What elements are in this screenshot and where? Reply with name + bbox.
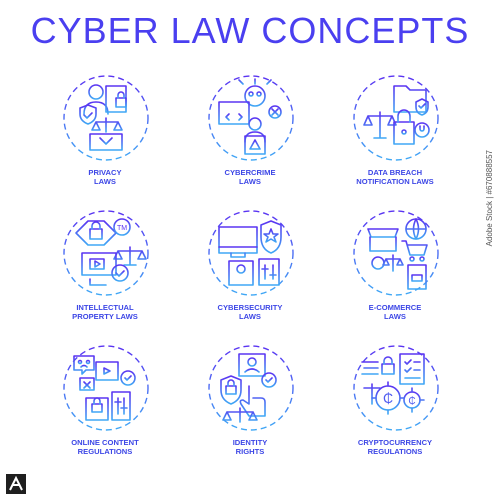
- online-content-regulations-icon: [60, 342, 152, 434]
- adobe-stock-logo: [6, 474, 50, 494]
- privacy-laws-icon: [60, 72, 152, 164]
- e-commerce-laws-icon: [350, 207, 442, 299]
- svg-text:₵: ₵: [383, 390, 393, 406]
- stock-watermark: Adobe Stock | #670888557: [485, 150, 494, 247]
- identity-rights-icon: [205, 342, 297, 434]
- cybercrime-laws-icon: [205, 72, 297, 164]
- intellectual-property-laws-icon: TM: [60, 207, 152, 299]
- data-breach-notification-laws-icon: [350, 72, 442, 164]
- svg-text:₵: ₵: [408, 395, 415, 407]
- svg-text:TM: TM: [117, 225, 127, 232]
- cybersecurity-laws-icon: [205, 207, 297, 299]
- cryptocurrency-regulations-icon: ₵ ₵: [350, 342, 442, 434]
- page-title: CYBER LAW CONCEPTS: [30, 10, 470, 51]
